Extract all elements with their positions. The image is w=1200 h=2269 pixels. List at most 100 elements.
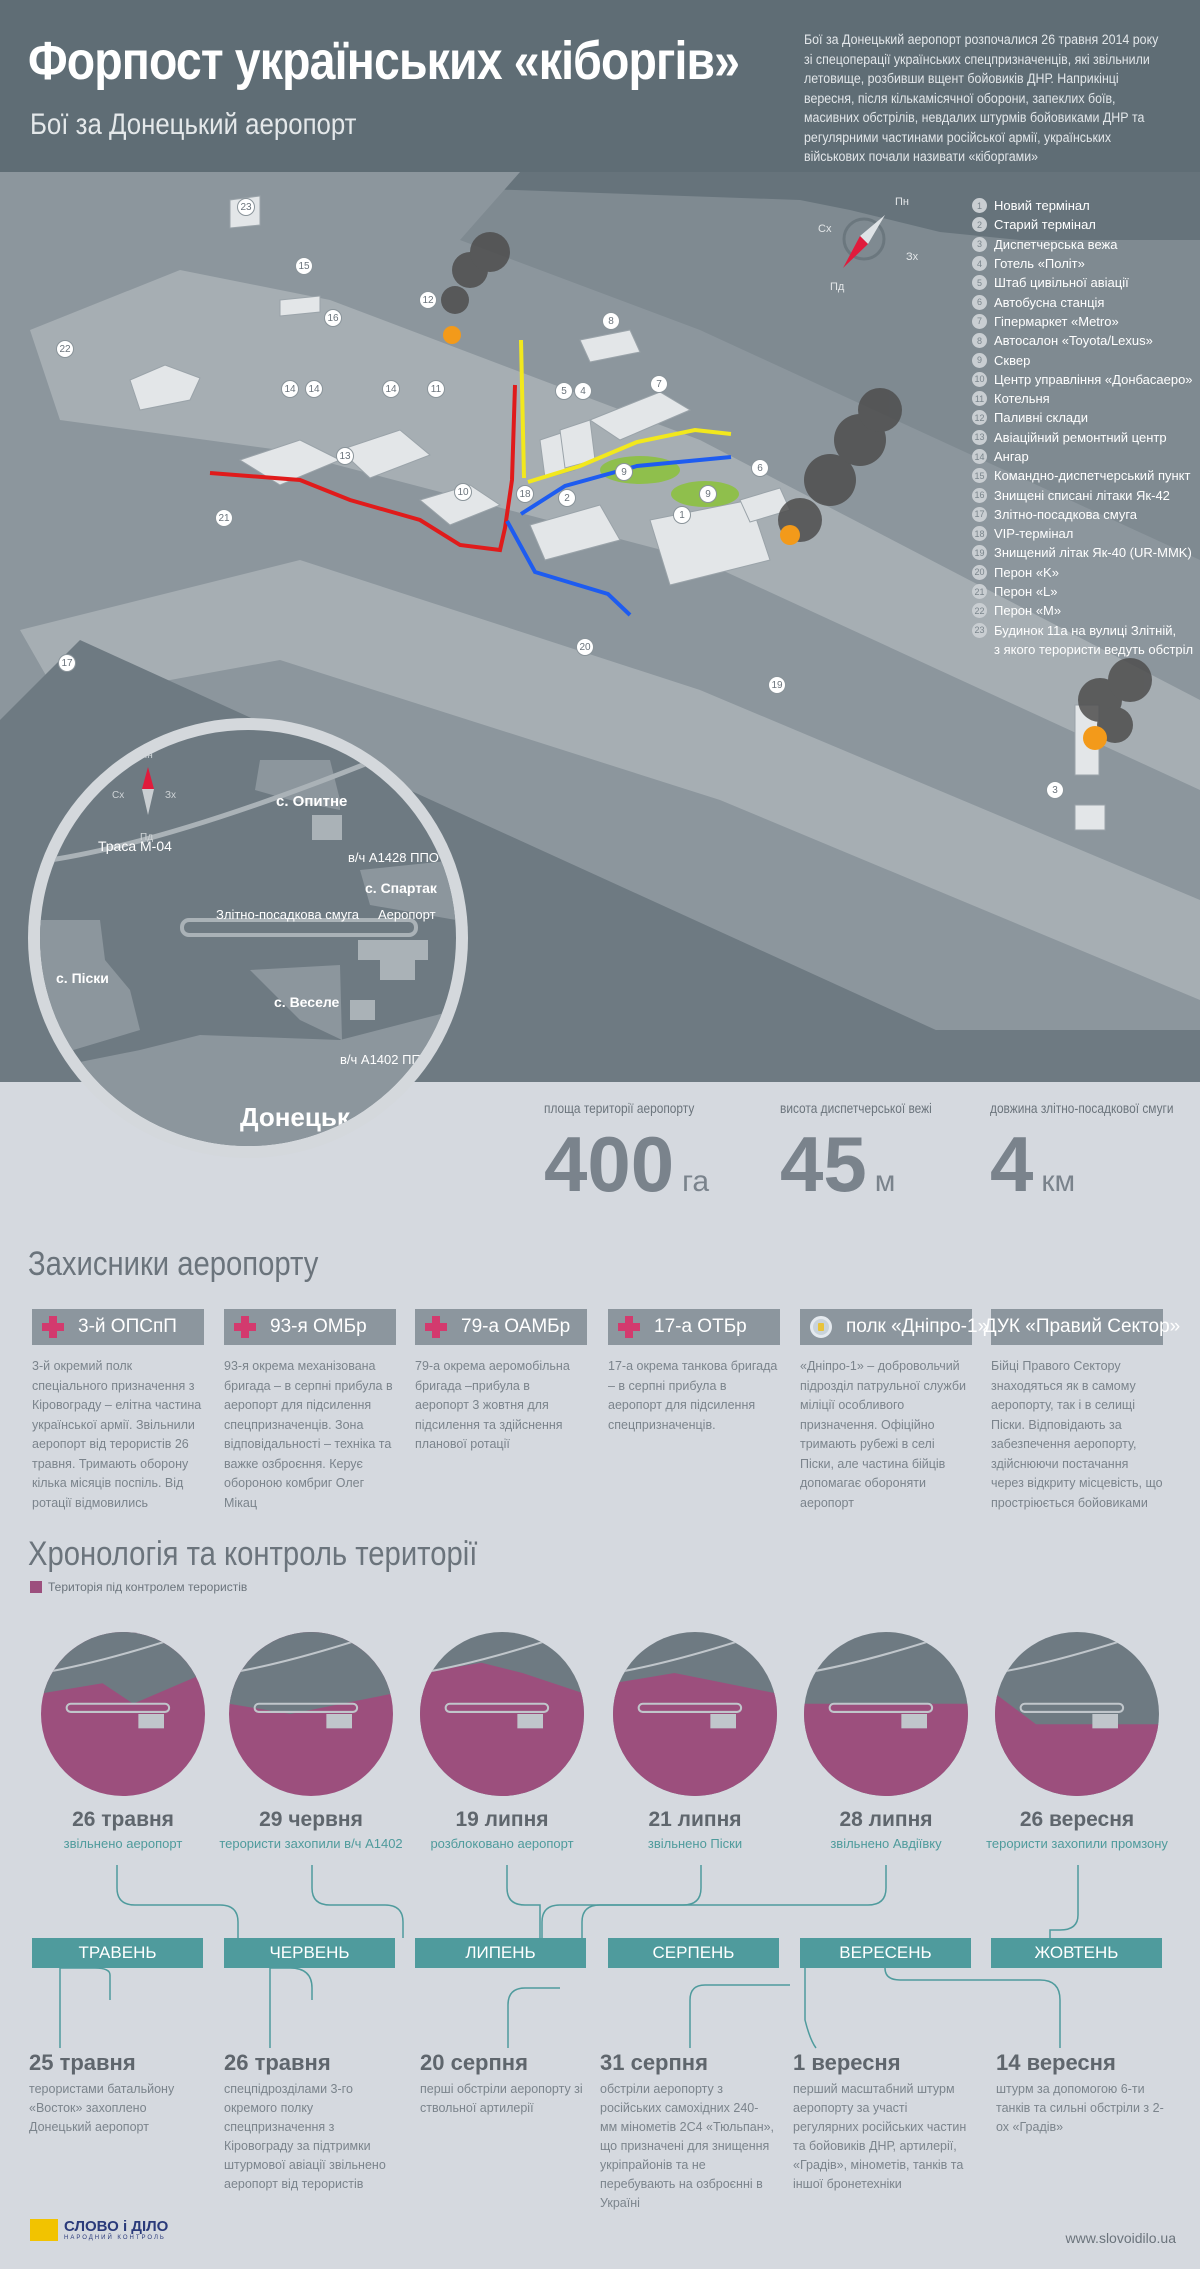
smoke-icon	[441, 232, 1152, 743]
map-marker: 19	[768, 676, 786, 694]
legend-number: 14	[972, 449, 987, 464]
label-donetsk: Донецьк	[240, 1102, 350, 1132]
legend-label: Штаб цивільної авіації	[994, 275, 1129, 291]
locator-compass-e: Зх	[165, 790, 177, 801]
legend-number: 18	[972, 526, 987, 542]
defender-description: «Дніпро-1» – добровольчий підрозділ патр…	[800, 1359, 967, 1510]
label-pisky: с. Піски	[56, 970, 109, 986]
legend-swatch	[30, 1581, 42, 1593]
front-line-red	[209, 384, 517, 553]
defender-header: 79-а ОАМБр	[415, 1309, 587, 1345]
legend-label: Будинок 11а на вулиці Злітній,	[994, 622, 1177, 638]
snapshot-caption: розблоковано аеропорт	[430, 1836, 574, 1851]
timeline-connector	[311, 1865, 404, 1938]
footer-logo: СЛОВО і ДІЛО НАРОДНИЙ КОНТРОЛЬ	[30, 2218, 168, 2241]
legend-label: Територія під контролем терористів	[48, 1580, 248, 1594]
map-marker: 3	[1046, 781, 1064, 799]
footer-url[interactable]: www.slovoidilo.ua	[1065, 2230, 1177, 2246]
snapshot-date: 19 липня	[455, 1808, 549, 1831]
event-date: 20 серпня	[420, 2050, 528, 2075]
defender-header: 3-й ОПСпП	[32, 1309, 204, 1345]
month-bar: ТРАВЕНЬ	[32, 1938, 203, 1968]
locator-compass-icon	[142, 767, 154, 815]
defender-header: полк «Дніпро-1»	[800, 1309, 988, 1345]
defender-name: полк «Дніпро-1»	[846, 1316, 989, 1337]
legend-label: Знищені списані літаки Як-42	[994, 487, 1170, 503]
event-date: 31 серпня	[600, 2050, 708, 2075]
snapshot-date: 21 липня	[648, 1808, 742, 1831]
legend-label: Авіаційний ремонтний центр	[994, 429, 1167, 445]
map-marker: 22	[56, 340, 74, 358]
control-map-snapshot	[420, 1632, 584, 1796]
legend-item: 14 Ангар	[972, 447, 1200, 466]
defender-name: 93-я ОМБр	[270, 1316, 367, 1337]
snapshot-caption: терористи захопили промзону	[986, 1836, 1168, 1851]
locator-compass-n: Пн	[140, 750, 153, 761]
defender-description: 3-й окремий полк спеціального призначенн…	[32, 1359, 202, 1510]
header: Форпост українських «кіборгів» Бої за До…	[0, 0, 1200, 172]
event-description: спецпідрозділами 3-го окремого полку спе…	[224, 2082, 386, 2191]
legend-number: 13	[972, 429, 987, 445]
map-marker: 1	[673, 506, 691, 524]
stat-value: 400	[544, 1120, 675, 1208]
military-cross-icon	[42, 1316, 64, 1338]
locator-compass-s: Пд	[140, 832, 154, 843]
legend-label: Диспетчерська вежа	[994, 236, 1118, 252]
map-marker: 6	[751, 459, 769, 477]
legend-number: 16	[972, 487, 987, 503]
defender-description: 17-а окрема танкова бригада – в серпні п…	[608, 1359, 778, 1432]
map-marker: 14	[305, 380, 323, 398]
legend-label: Центр управління «Донбасаеро»	[994, 371, 1193, 387]
legend-number: 19	[972, 545, 987, 561]
defenders-title: Захисники аеропорту	[28, 1245, 319, 1283]
legend-number: 9	[972, 352, 987, 368]
control-map-snapshot	[804, 1632, 968, 1796]
legend-number: 3	[972, 236, 987, 252]
event-description: терористами батальйону «Восток» захоплен…	[29, 2082, 175, 2134]
legend-item: 5 Штаб цивільної авіації	[972, 273, 1200, 292]
chronology-title: Хронологія та контроль території	[28, 1535, 478, 1573]
map-marker: 9	[615, 463, 633, 481]
timeline-connector	[269, 1967, 313, 2048]
stat-unit: га	[682, 1165, 710, 1198]
map-marker: 12	[419, 291, 437, 309]
legend-number: 22	[972, 603, 987, 619]
event-description: перші обстріли аеропорту зі ствольної ар…	[420, 2082, 583, 2115]
stat-unit: км	[1041, 1165, 1076, 1198]
legend-number: 20	[972, 564, 987, 580]
map-marker: 8	[602, 312, 620, 330]
map-marker: 10	[454, 483, 472, 501]
snapshot-date: 26 травня	[72, 1808, 174, 1831]
event-date: 25 травня	[29, 2050, 136, 2075]
legend-number: 1	[972, 198, 987, 214]
timeline-connector	[506, 1865, 541, 1938]
timeline-connector	[581, 1865, 887, 1938]
compass-s: Пд	[830, 281, 845, 293]
logo-icon	[30, 2218, 58, 2241]
legend-label: Новий термінал	[994, 198, 1090, 214]
legend-label: Ангар	[994, 449, 1029, 464]
legend-number: 5	[972, 275, 987, 291]
stat-value: 4	[990, 1120, 1034, 1208]
event-date: 14 вересня	[996, 2050, 1116, 2075]
compass-n: Пн	[895, 196, 909, 208]
legend-label: Злітно-посадкова смуга	[994, 506, 1138, 522]
label-runway: Злітно-посадкова смуга	[216, 907, 360, 922]
defender-name: 17-а ОТБр	[654, 1316, 747, 1337]
map-marker: 17	[58, 654, 76, 672]
page-title: Форпост українських «кіборгів»	[28, 31, 740, 91]
intro-text: Бої за Донецький аеропорт розпочалися 26…	[804, 32, 1159, 164]
